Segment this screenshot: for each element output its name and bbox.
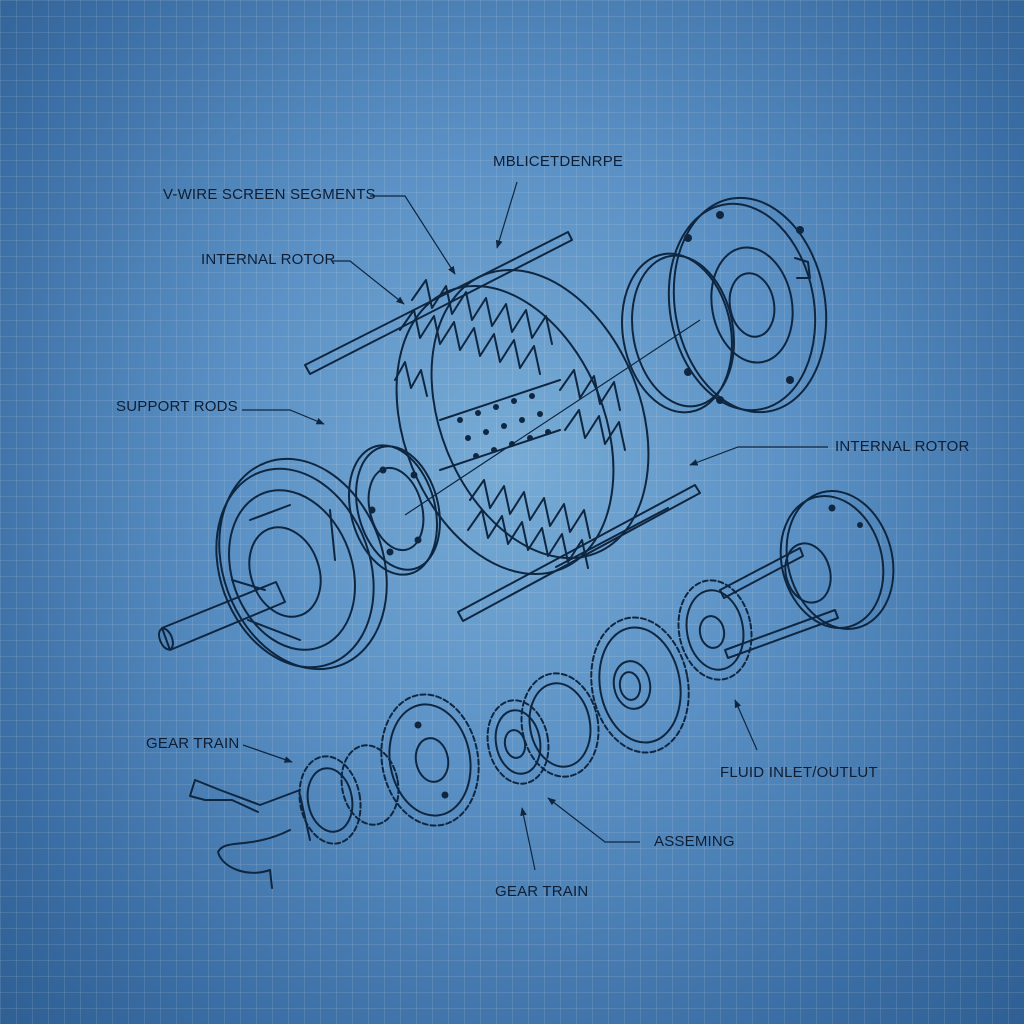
- leader-gear-bottom: [520, 807, 536, 871]
- label-fluid-inlet-outlet: FLUID INLET/OUTLUT: [720, 764, 878, 781]
- label-assembling: ASSEMING: [654, 833, 735, 850]
- leader-gear-left: [242, 744, 293, 763]
- right-flange: [621, 196, 828, 414]
- leader-rotor-right: [689, 446, 828, 466]
- label-gear-train-left: GEAR TRAIN: [146, 735, 240, 752]
- label-gear-train-bottom: GEAR TRAIN: [495, 883, 589, 900]
- leader-assembling: [547, 797, 640, 843]
- bearing-ring: [347, 444, 441, 576]
- left-end-cap: [158, 457, 388, 671]
- gear-large-right: [590, 616, 690, 754]
- leader-vwire: [370, 195, 456, 275]
- leader-fluid: [734, 699, 758, 751]
- gear-train: [189, 579, 753, 889]
- label-top-center: MBLICETDENRPE: [493, 153, 624, 170]
- leader-top-center: [495, 181, 518, 249]
- gear-small-right: [677, 579, 753, 681]
- label-vwire-screen-segments: V-WIRE SCREEN SEGMENTS: [163, 186, 376, 203]
- label-support-rods: SUPPORT RODS: [116, 398, 238, 415]
- leader-rotor-left: [332, 260, 405, 305]
- vwire-screen-drum: [394, 268, 701, 576]
- gear-mid-pair: [486, 672, 600, 785]
- gear-small-left: [298, 744, 400, 845]
- coupling-clamp: [189, 779, 311, 889]
- leader-support-rods: [242, 409, 325, 425]
- gear-large-left: [380, 693, 480, 827]
- leader-lines: [242, 181, 828, 871]
- label-internal-rotor-right: INTERNAL ROTOR: [835, 438, 970, 455]
- right-end-plate: [719, 490, 895, 659]
- label-internal-rotor-left: INTERNAL ROTOR: [201, 251, 336, 268]
